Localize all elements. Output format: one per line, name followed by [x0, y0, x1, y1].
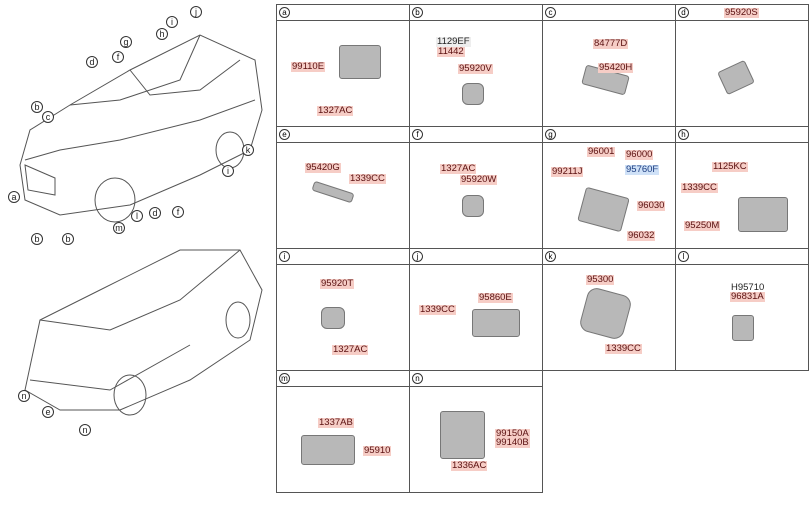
cell-l: l H95710 96831A: [675, 248, 809, 371]
module-drawing: [301, 435, 355, 465]
part-label[interactable]: 95860E: [478, 292, 513, 303]
parts-grid: a 99110E 1327AC b 1129EF 11442 95920V c …: [276, 4, 809, 494]
part-label[interactable]: 95420H: [598, 62, 634, 73]
part-label[interactable]: 1336AC: [451, 460, 488, 471]
cell-k: k 95300 1339CC: [542, 248, 676, 371]
cell-c: c 84777D 95420H: [542, 4, 676, 127]
cell-a: a 99110E 1327AC: [276, 4, 410, 127]
bracket-drawing: [311, 180, 355, 204]
cell-letter: e: [279, 129, 290, 140]
part-label[interactable]: 95920W: [460, 174, 498, 185]
part-label[interactable]: 99140B: [495, 437, 530, 448]
part-label[interactable]: 99211J: [551, 166, 584, 177]
callout-d[interactable]: d: [86, 56, 98, 68]
cell-n: n 99150A 99140B 1336AC: [409, 370, 543, 493]
callout-f[interactable]: f: [112, 51, 124, 63]
part-label[interactable]: 1339CC: [419, 304, 456, 315]
callout-a[interactable]: a: [8, 191, 20, 203]
part-label[interactable]: 1327AC: [332, 344, 369, 355]
cell-e: e 95420G 1339CC: [276, 126, 410, 249]
cell-letter: j: [412, 251, 423, 262]
unit-drawing: [577, 285, 634, 342]
radar-unit-drawing: [339, 45, 381, 79]
callout-n-right[interactable]: n: [79, 424, 91, 436]
part-label[interactable]: 95910: [363, 445, 392, 456]
callout-h[interactable]: h: [156, 28, 168, 40]
part-label[interactable]: 95920T: [320, 278, 355, 289]
callout-f-lower[interactable]: f: [172, 206, 184, 218]
cell-letter: m: [279, 373, 290, 384]
cell-letter: k: [545, 251, 556, 262]
callout-l[interactable]: l: [131, 210, 143, 222]
callout-e-rear[interactable]: e: [42, 406, 54, 418]
cell-letter: a: [279, 7, 290, 18]
cell-j: j 1339CC 95860E: [409, 248, 543, 371]
part-label[interactable]: 99110E: [291, 61, 326, 72]
sensor-drawing: [717, 59, 755, 96]
part-label[interactable]: 99150A: [495, 428, 530, 439]
part-label[interactable]: 1337AB: [318, 417, 354, 428]
part-label[interactable]: 1125KC: [712, 161, 748, 172]
part-label[interactable]: 1339CC: [349, 173, 386, 184]
callout-d-lower[interactable]: d: [149, 207, 161, 219]
part-label[interactable]: H95710: [731, 282, 765, 293]
cell-i: i 95920T 1327AC: [276, 248, 410, 371]
part-label[interactable]: 95920V: [458, 63, 493, 74]
holder-drawing: [577, 186, 630, 233]
part-label[interactable]: 1327AC: [440, 163, 477, 174]
cell-g: g 96001 96000 95760F 99211J 96030 96032: [542, 126, 676, 249]
part-label[interactable]: 1339CC: [681, 182, 718, 193]
part-label[interactable]: 95420G: [305, 162, 341, 173]
part-label[interactable]: 96001: [587, 146, 616, 157]
cell-letter: h: [678, 129, 689, 140]
module-drawing: [738, 197, 788, 232]
part-label[interactable]: 1327AC: [317, 105, 354, 116]
part-label[interactable]: 84777D: [593, 38, 629, 49]
vehicle-location-diagram: a b c d b f g h i j k l m d f b i n e n: [0, 0, 272, 500]
cell-letter: b: [412, 7, 423, 18]
callout-j[interactable]: j: [190, 6, 202, 18]
sensor-drawing: [462, 195, 484, 217]
cell-letter: f: [412, 129, 423, 140]
cell-b: b 1129EF 11442 95920V: [409, 4, 543, 127]
part-label[interactable]: 1339CC: [605, 343, 642, 354]
part-label[interactable]: 96030: [637, 200, 666, 211]
part-label[interactable]: 95760F: [625, 164, 660, 175]
vehicle-illustration: [19, 34, 263, 416]
unit-drawing: [440, 411, 485, 459]
sensor-drawing: [321, 307, 345, 329]
part-label[interactable]: 96000: [625, 149, 654, 160]
callout-b[interactable]: b: [31, 101, 43, 113]
part-label[interactable]: 1129EF: [436, 36, 471, 47]
part-label[interactable]: 95300: [586, 274, 615, 285]
cell-d: d 95920S: [675, 4, 809, 127]
part-label[interactable]: 11442: [437, 46, 465, 57]
callout-b-lower[interactable]: b: [62, 233, 74, 245]
callout-k[interactable]: k: [242, 144, 254, 156]
module-drawing: [472, 309, 520, 337]
callout-n[interactable]: n: [18, 390, 30, 402]
cell-letter: d: [678, 7, 689, 18]
cell-m: m 1337AB 95910: [276, 370, 410, 493]
part-label[interactable]: 96032: [627, 230, 656, 241]
callout-i[interactable]: i: [166, 16, 178, 28]
cell-letter: c: [545, 7, 556, 18]
callout-e[interactable]: b: [31, 233, 43, 245]
callout-g[interactable]: g: [120, 36, 132, 48]
callout-c[interactable]: c: [42, 111, 54, 123]
sensor-drawing: [462, 83, 484, 105]
cell-letter: i: [279, 251, 290, 262]
part-label[interactable]: 95250M: [684, 220, 721, 231]
callout-i-lower[interactable]: i: [222, 165, 234, 177]
callout-m[interactable]: m: [113, 222, 125, 234]
cell-letter: n: [412, 373, 423, 384]
cell-letter: l: [678, 251, 689, 262]
part-label[interactable]: 96831A: [730, 291, 765, 302]
cell-letter: g: [545, 129, 556, 140]
cell-h: h 1125KC 1339CC 95250M: [675, 126, 809, 249]
part-label[interactable]: 95920S: [724, 7, 759, 18]
switch-drawing: [732, 315, 754, 341]
cell-f: f 1327AC 95920W: [409, 126, 543, 249]
